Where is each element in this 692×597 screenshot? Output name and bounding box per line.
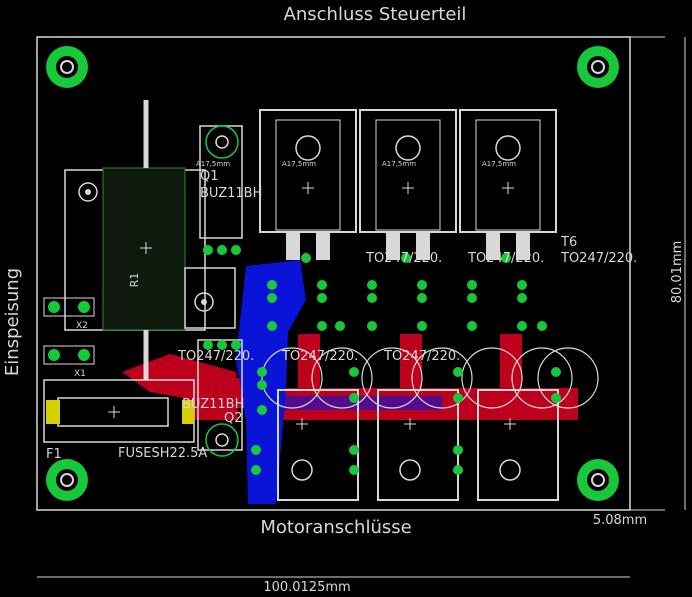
label-hs-2: A17,5mm (282, 160, 316, 168)
dim-width-label: 100.0125mm (263, 580, 350, 595)
label-hs-4: A17,5mm (482, 160, 516, 168)
label-top: Anschluss Steuerteil (284, 4, 467, 25)
label-hs-3: A17,5mm (382, 160, 416, 168)
copper-top-layer (122, 334, 578, 420)
label-r1: R1 (128, 273, 141, 288)
mounting-hole-bottom-left (46, 459, 88, 501)
label-left: Einspeisung (2, 268, 23, 376)
label-x1: X1 (74, 369, 86, 379)
label-to-upper-3: TO247/220. (560, 251, 637, 266)
mounting-hole-top-left (46, 46, 88, 88)
label-x2: X2 (76, 321, 88, 331)
label-q1-type: BUZ11BH (200, 186, 262, 201)
label-q2: Q2 (224, 411, 243, 426)
heatsink-lower-3 (477, 389, 559, 501)
mosfet-q2 (197, 339, 243, 457)
label-hs-1: A17,5mm (196, 160, 230, 168)
mounting-hole-bottom-right (577, 459, 619, 501)
label-to-lower-3: TO247/220. (383, 349, 460, 364)
heatsink-upper-1 (259, 109, 357, 260)
label-bottom: Motoranschlüsse (260, 517, 411, 538)
mounting-hole-top-right (577, 46, 619, 88)
label-q1: Q1 (200, 169, 219, 184)
heatsink-upper-2 (359, 109, 457, 260)
heatsink-upper-3 (459, 109, 557, 260)
label-to-lower-2: TO247/220. (281, 349, 358, 364)
board-outline (36, 36, 631, 511)
label-to-lower-1: TO247/220. (177, 349, 254, 364)
dim-height-label: 80.01mm (670, 241, 685, 304)
dim-corner-label: 5.08mm (593, 513, 647, 528)
resistor-r1 (64, 100, 236, 380)
label-f1: F1 (46, 447, 62, 462)
capacitor-row (261, 347, 599, 409)
label-to-upper-1: TO247/220. (365, 251, 442, 266)
label-fuse: FUSESH22.5A (118, 446, 207, 461)
connector-x1-x2 (43, 297, 95, 365)
pad-grid (251, 253, 561, 475)
fuse-f1 (43, 379, 195, 443)
copper-bottom-layer (236, 260, 442, 504)
label-t6: T6 (560, 235, 577, 250)
label-q2-type: BUZ11BH (182, 397, 244, 412)
label-to-upper-2: TO247/220. (467, 251, 544, 266)
mosfet-q1 (199, 125, 243, 255)
heatsink-lower-1 (277, 389, 359, 501)
